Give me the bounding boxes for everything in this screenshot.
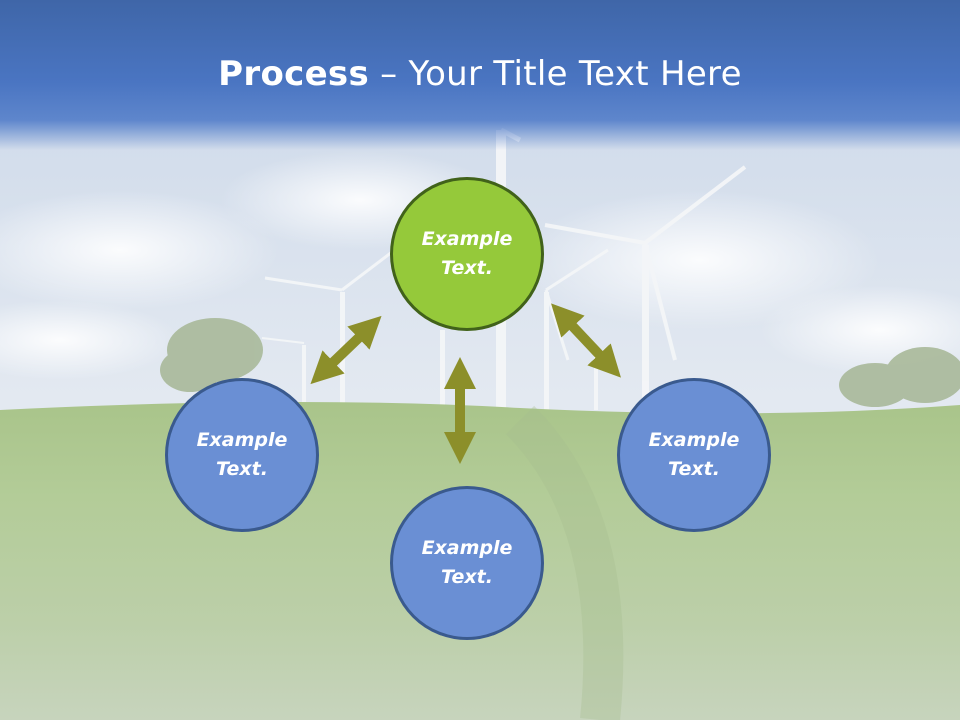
node-right-line2: Text.	[668, 458, 720, 480]
title-bar	[0, 0, 960, 150]
title-dash: –	[369, 54, 409, 94]
title-bold-part: Process	[218, 54, 370, 94]
node-bottom[interactable]: Example Text.	[390, 486, 544, 640]
node-top-line1: Example	[421, 228, 513, 250]
slide-title[interactable]: Process – Your Title Text Here	[0, 52, 960, 96]
node-top-line2: Text.	[441, 257, 493, 279]
node-right[interactable]: Example Text.	[617, 378, 771, 532]
node-left-line1: Example	[196, 429, 288, 451]
arrow-top-left	[310, 315, 382, 385]
node-left[interactable]: Example Text.	[165, 378, 319, 532]
node-top-center[interactable]: Example Text.	[390, 177, 544, 331]
title-rest: Your Title Text Here	[408, 54, 742, 94]
node-bottom-line2: Text.	[441, 566, 493, 588]
node-bottom-line1: Example	[421, 537, 513, 559]
node-left-line2: Text.	[216, 458, 268, 480]
arrow-top-right	[551, 303, 621, 378]
node-right-line1: Example	[648, 429, 740, 451]
